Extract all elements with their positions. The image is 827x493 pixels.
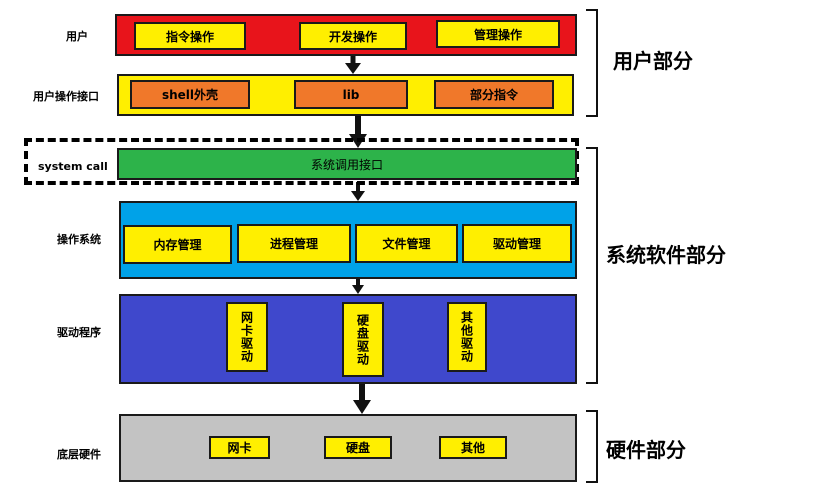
process-management-box: 进程管理 bbox=[237, 224, 351, 263]
hardware-part-bracket bbox=[586, 410, 598, 483]
disk-hardware-box: 硬盘 bbox=[324, 436, 392, 459]
user-part-bracket bbox=[586, 9, 598, 117]
os-layer-label: 操作系统 bbox=[57, 233, 101, 246]
development-operation-box: 开发操作 bbox=[299, 22, 407, 50]
command-operation-box: 指令操作 bbox=[134, 22, 246, 50]
lib-box: lib bbox=[294, 80, 408, 109]
nic-hardware-box: 网卡 bbox=[209, 436, 270, 459]
arrow-drivers-to-hardware bbox=[353, 384, 371, 414]
other-driver-box: 其他驱动 bbox=[447, 302, 487, 372]
disk-driver-box: 硬盘驱动 bbox=[342, 302, 384, 377]
user-layer-label: 用户 bbox=[66, 30, 88, 43]
user-part-label: 用户部分 bbox=[613, 48, 693, 73]
user-interface-layer-label: 用户操作接口 bbox=[33, 90, 99, 103]
nic-driver-box: 网卡驱动 bbox=[226, 302, 268, 372]
system-call-label: system call bbox=[38, 159, 108, 173]
system-call-interface-box: 系统调用接口 bbox=[117, 148, 577, 180]
drivers-layer-label: 驱动程序 bbox=[57, 326, 101, 339]
system-part-bracket bbox=[586, 147, 598, 384]
management-operation-box: 管理操作 bbox=[436, 20, 560, 48]
other-hardware-box: 其他 bbox=[439, 436, 507, 459]
hardware-layer-label: 底层硬件 bbox=[57, 448, 101, 461]
hardware-part-label: 硬件部分 bbox=[606, 437, 686, 462]
system-software-part-label: 系统软件部分 bbox=[606, 242, 726, 267]
driver-management-box: 驱动管理 bbox=[462, 224, 572, 263]
arrow-os-to-drivers bbox=[352, 278, 364, 294]
partial-commands-box: 部分指令 bbox=[434, 80, 554, 109]
system-call-dashed-border bbox=[24, 138, 579, 185]
memory-management-box: 内存管理 bbox=[123, 225, 232, 264]
file-management-box: 文件管理 bbox=[355, 224, 458, 263]
shell-box: shell外壳 bbox=[130, 80, 250, 109]
